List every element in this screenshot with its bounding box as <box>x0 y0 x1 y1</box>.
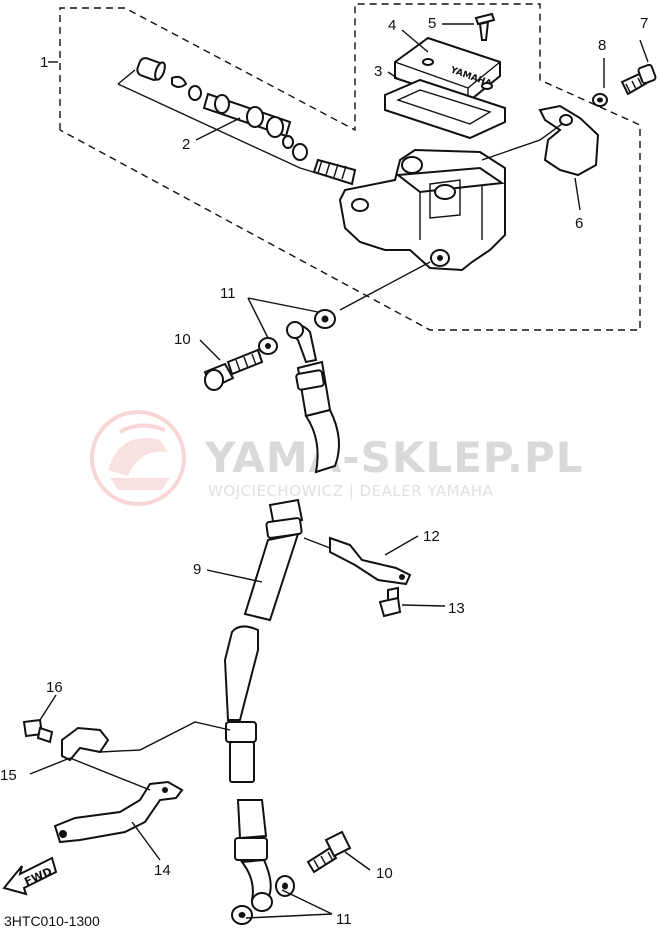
hose-holder <box>61 726 110 762</box>
union-bolt-lower <box>306 830 352 874</box>
piston-kit <box>117 57 357 186</box>
callout-8: 8 <box>598 37 606 54</box>
holder-bolt <box>620 63 657 96</box>
master-cylinder-body <box>338 148 506 272</box>
leader-lines-upper <box>48 23 649 311</box>
callout-10-lower: 10 <box>376 865 393 882</box>
callout-15: 15 <box>0 767 17 784</box>
watermark-subtitle: WOJCIECHOWICZ | DEALER YAMAHA <box>208 482 494 500</box>
brake-hose <box>223 321 340 912</box>
callout-6: 6 <box>575 215 583 232</box>
cover-screw <box>474 12 496 41</box>
forward-direction-arrow: FWD <box>2 856 58 896</box>
hose-guide <box>329 536 412 586</box>
callout-4: 4 <box>388 17 396 34</box>
callout-16: 16 <box>46 679 63 696</box>
callout-11-lower: 11 <box>336 911 352 928</box>
callout-11-upper: 11 <box>220 285 236 302</box>
diaphragm <box>384 78 506 140</box>
callout-1: 1 <box>40 54 48 71</box>
callout-13: 13 <box>448 600 465 617</box>
drawing-code: 3HTC010-1300 <box>4 913 100 929</box>
callout-2: 2 <box>182 136 190 153</box>
hose-guide-bolt <box>378 586 402 618</box>
leader-lines-lower <box>29 297 446 919</box>
brake-bracket <box>53 780 184 844</box>
watermark-title: YAMA-SKLEP.PL <box>204 433 583 482</box>
master-cylinder-holder <box>538 104 600 177</box>
callout-14: 14 <box>154 862 171 879</box>
callout-7: 7 <box>640 15 648 32</box>
plain-washer <box>592 93 608 107</box>
callout-5: 5 <box>428 15 436 32</box>
union-bolt-upper <box>203 348 264 391</box>
copper-washers-lower <box>231 875 295 925</box>
watermark: YAMA-SKLEP.PL WOJCIECHOWICZ | DEALER YAM… <box>90 410 583 506</box>
callout-labels: 1 2 3 4 5 6 7 8 9 10 10 11 11 12 13 14 1… <box>0 15 648 928</box>
watermark-logo <box>90 410 186 506</box>
callout-9: 9 <box>193 561 201 578</box>
assembly-boundary <box>59 3 641 331</box>
callout-3: 3 <box>374 63 382 80</box>
copper-washers-upper <box>258 309 336 355</box>
holder-bolt-lower <box>22 718 54 744</box>
callout-12: 12 <box>423 528 440 545</box>
callout-10-upper: 10 <box>174 331 191 348</box>
